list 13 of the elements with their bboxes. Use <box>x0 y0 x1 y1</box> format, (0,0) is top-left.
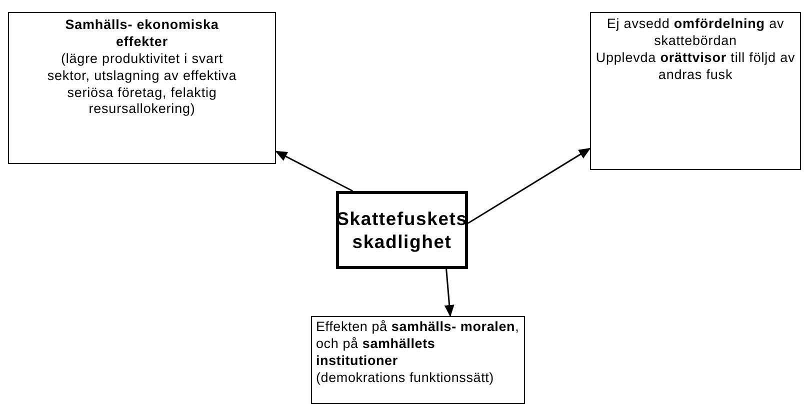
text-box <box>311 316 525 404</box>
description: Effekten på samhälls- moralen, och på samhällets institutioner <box>316 319 520 370</box>
arrow <box>275 150 353 192</box>
description: Upplevda orättvisor till följd av andras fusk <box>595 50 796 84</box>
text-box <box>8 12 276 164</box>
text-box <box>590 12 801 170</box>
description: (lägre produktivitet i svart sektor, utslagning av effektiva seriösa företag, felaktig resursallokering) <box>46 50 238 118</box>
arrow <box>444 268 454 317</box>
description: (demokrations funktionssätt) <box>316 370 494 386</box>
heading: Samhälls- ekonomiska effekter <box>64 17 220 51</box>
arrow <box>468 148 591 224</box>
title-box <box>336 191 468 269</box>
heading: Skattefuskets skadlighet <box>336 206 468 254</box>
